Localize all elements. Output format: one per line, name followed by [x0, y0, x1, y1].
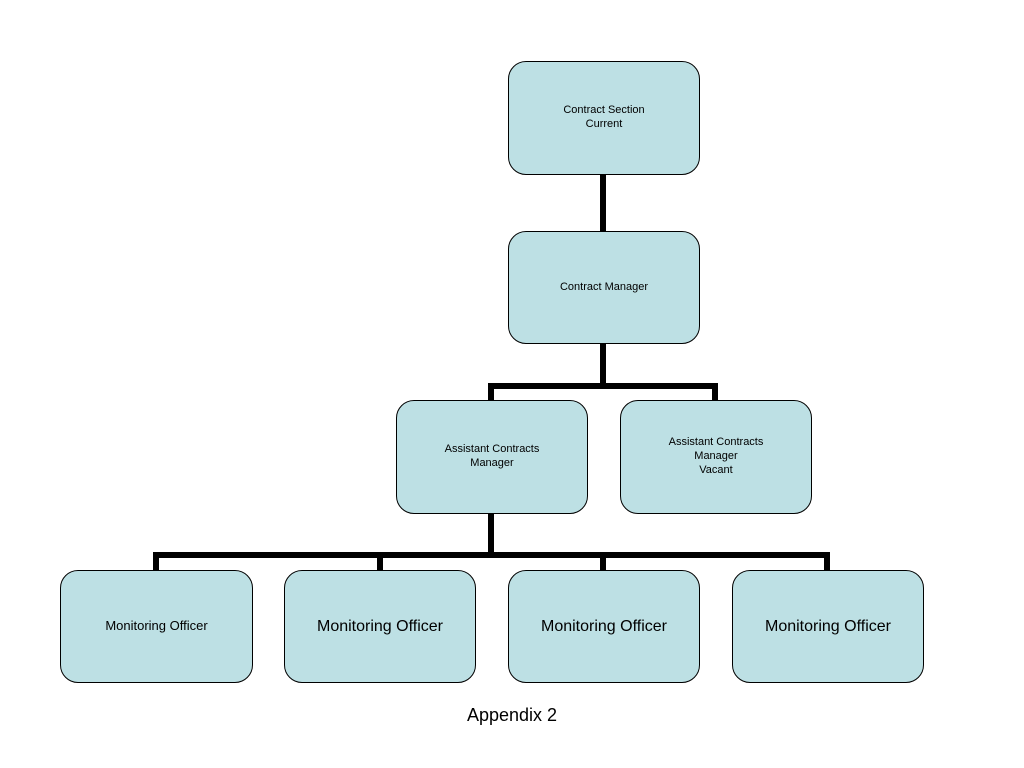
node-monitoring-officer-2: Monitoring Officer: [284, 570, 476, 683]
node-contract-section-label: Contract Section Current: [563, 104, 645, 130]
node-monitoring-officer-1-label: Monitoring Officer: [105, 618, 208, 634]
node-monitoring-officer-3: Monitoring Officer: [508, 570, 700, 683]
node-assistant-contracts-manager-1-label: Assistant Contracts Manager: [444, 443, 540, 469]
node-monitoring-officer-4: Monitoring Officer: [732, 570, 924, 683]
node-assistant-contracts-manager-2: Assistant Contracts Manager Vacant: [620, 400, 812, 514]
node-contract-manager-label: Contract Manager: [559, 280, 649, 293]
node-assistant-contracts-manager-2-label: Assistant Contracts Manager Vacant: [668, 436, 764, 476]
node-assistant-contracts-manager-1: Assistant Contracts Manager: [396, 400, 588, 514]
node-monitoring-officer-1: Monitoring Officer: [60, 570, 253, 683]
node-monitoring-officer-4-label: Monitoring Officer: [765, 617, 891, 635]
node-contract-manager: Contract Manager: [508, 231, 700, 344]
caption-appendix: Appendix 2: [466, 705, 558, 725]
node-monitoring-officer-3-label: Monitoring Officer: [541, 617, 667, 635]
node-monitoring-officer-2-label: Monitoring Officer: [317, 617, 443, 635]
node-contract-section: Contract Section Current: [508, 61, 700, 175]
